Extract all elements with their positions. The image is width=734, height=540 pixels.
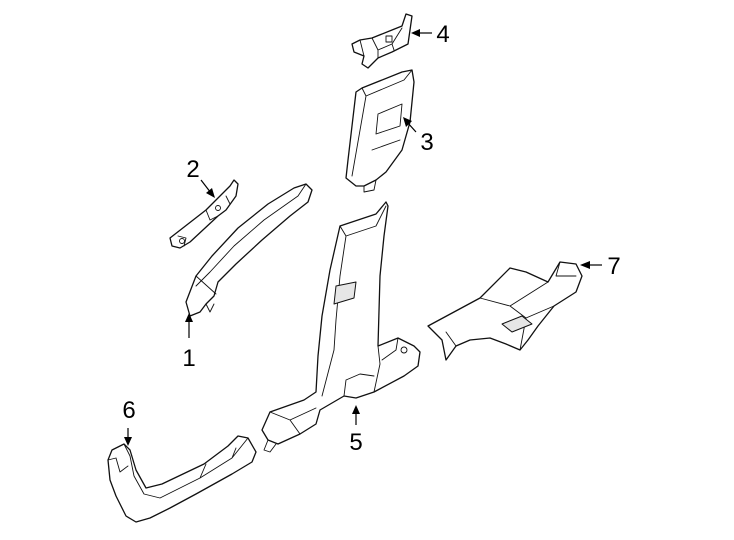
callout-4: 4 — [411, 21, 450, 48]
part-2-bracket — [169, 179, 239, 249]
callout-3: 3 — [403, 117, 434, 156]
callout-7-label: 7 — [607, 253, 620, 280]
callout-1: 1 — [182, 313, 196, 372]
part-7-floor-trim — [427, 261, 583, 361]
callout-3-label: 3 — [420, 129, 433, 156]
part-4-upper-bracket — [351, 13, 413, 69]
callout-5: 5 — [349, 405, 363, 456]
part-1-pillar-trim — [185, 183, 313, 317]
callout-2: 2 — [186, 156, 215, 198]
callout-5-label: 5 — [349, 429, 362, 456]
callout-1-label: 1 — [182, 345, 195, 372]
callout-4-label: 4 — [436, 21, 449, 48]
part-5-lower-pillar-trim — [261, 201, 421, 453]
callout-6: 6 — [122, 397, 136, 446]
part-6-scuff-trim — [107, 435, 257, 523]
callout-6-label: 6 — [122, 397, 135, 424]
callout-7: 7 — [580, 253, 621, 280]
callout-2-label: 2 — [186, 156, 199, 183]
part-3-upper-pillar-trim — [345, 69, 415, 193]
